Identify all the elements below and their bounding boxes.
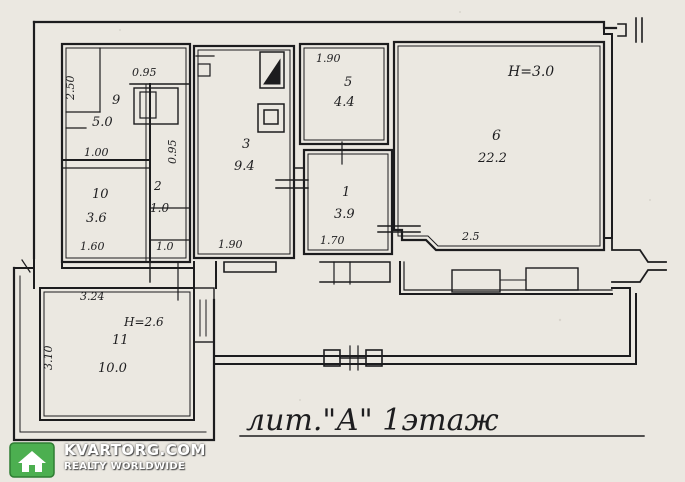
dim-160: 1.60 (80, 240, 105, 253)
room-5-area: 4.4 (333, 95, 355, 110)
room-11-area: 10.0 (98, 361, 127, 376)
room-9-area: 5.0 (92, 115, 113, 130)
room-2-number: 2 (153, 179, 162, 193)
watermark-subtitle: REALTY WORLDWIDE (64, 461, 186, 472)
scan-noise (89, 11, 651, 461)
dim-250: 2.5 (461, 230, 480, 243)
wall-lines (12, 17, 667, 442)
room-6-number: 6 (492, 128, 501, 144)
room-6-area: 22.2 (477, 151, 507, 166)
house-logo-icon (9, 442, 55, 478)
dimension-labels: 1.90 0.95 1.00 1.90 1.70 2.5 1.60 1.0 3.… (42, 52, 480, 370)
room-2-area: 1.0 (150, 201, 169, 215)
watermark: KVARTORG.COM REALTY WORLDWIDE (6, 439, 205, 479)
room-3-number: 3 (242, 137, 250, 152)
dim-100: 1.00 (84, 146, 109, 159)
room-10-area: 3.6 (86, 211, 107, 226)
room-1-number: 1 (342, 185, 350, 200)
room-9-number: 9 (112, 93, 120, 108)
dim-250-left: 2.50 (64, 76, 77, 102)
ceiling-height-main: H=3.0 (507, 64, 554, 80)
dim-324: 3.24 (80, 290, 105, 303)
dim-310: 3.10 (42, 346, 55, 371)
room-11-number: 11 (112, 333, 129, 348)
dim-095-side: 0.95 (166, 140, 179, 165)
floor-caption: лит."А" 1этаж (246, 403, 499, 438)
watermark-title: KVARTORG.COM (64, 441, 206, 459)
dim-10-bottom: 1.0 (156, 240, 174, 253)
dim-190-top: 1.90 (316, 52, 341, 65)
ceiling-height-annex: H=2.6 (123, 315, 164, 329)
dim-095-top: 0.95 (132, 66, 157, 79)
room-3-area: 9.4 (234, 159, 255, 174)
room-5-number: 5 (344, 75, 352, 90)
room-labels: 5 4.4 1 3.9 3 9.4 6 22.2 9 5.0 10 3.6 2 … (86, 64, 554, 376)
room-10-number: 10 (92, 187, 109, 202)
room-1-area: 3.9 (334, 207, 355, 222)
dim-190-bottom: 1.90 (218, 238, 243, 251)
dim-170: 1.70 (320, 234, 345, 247)
